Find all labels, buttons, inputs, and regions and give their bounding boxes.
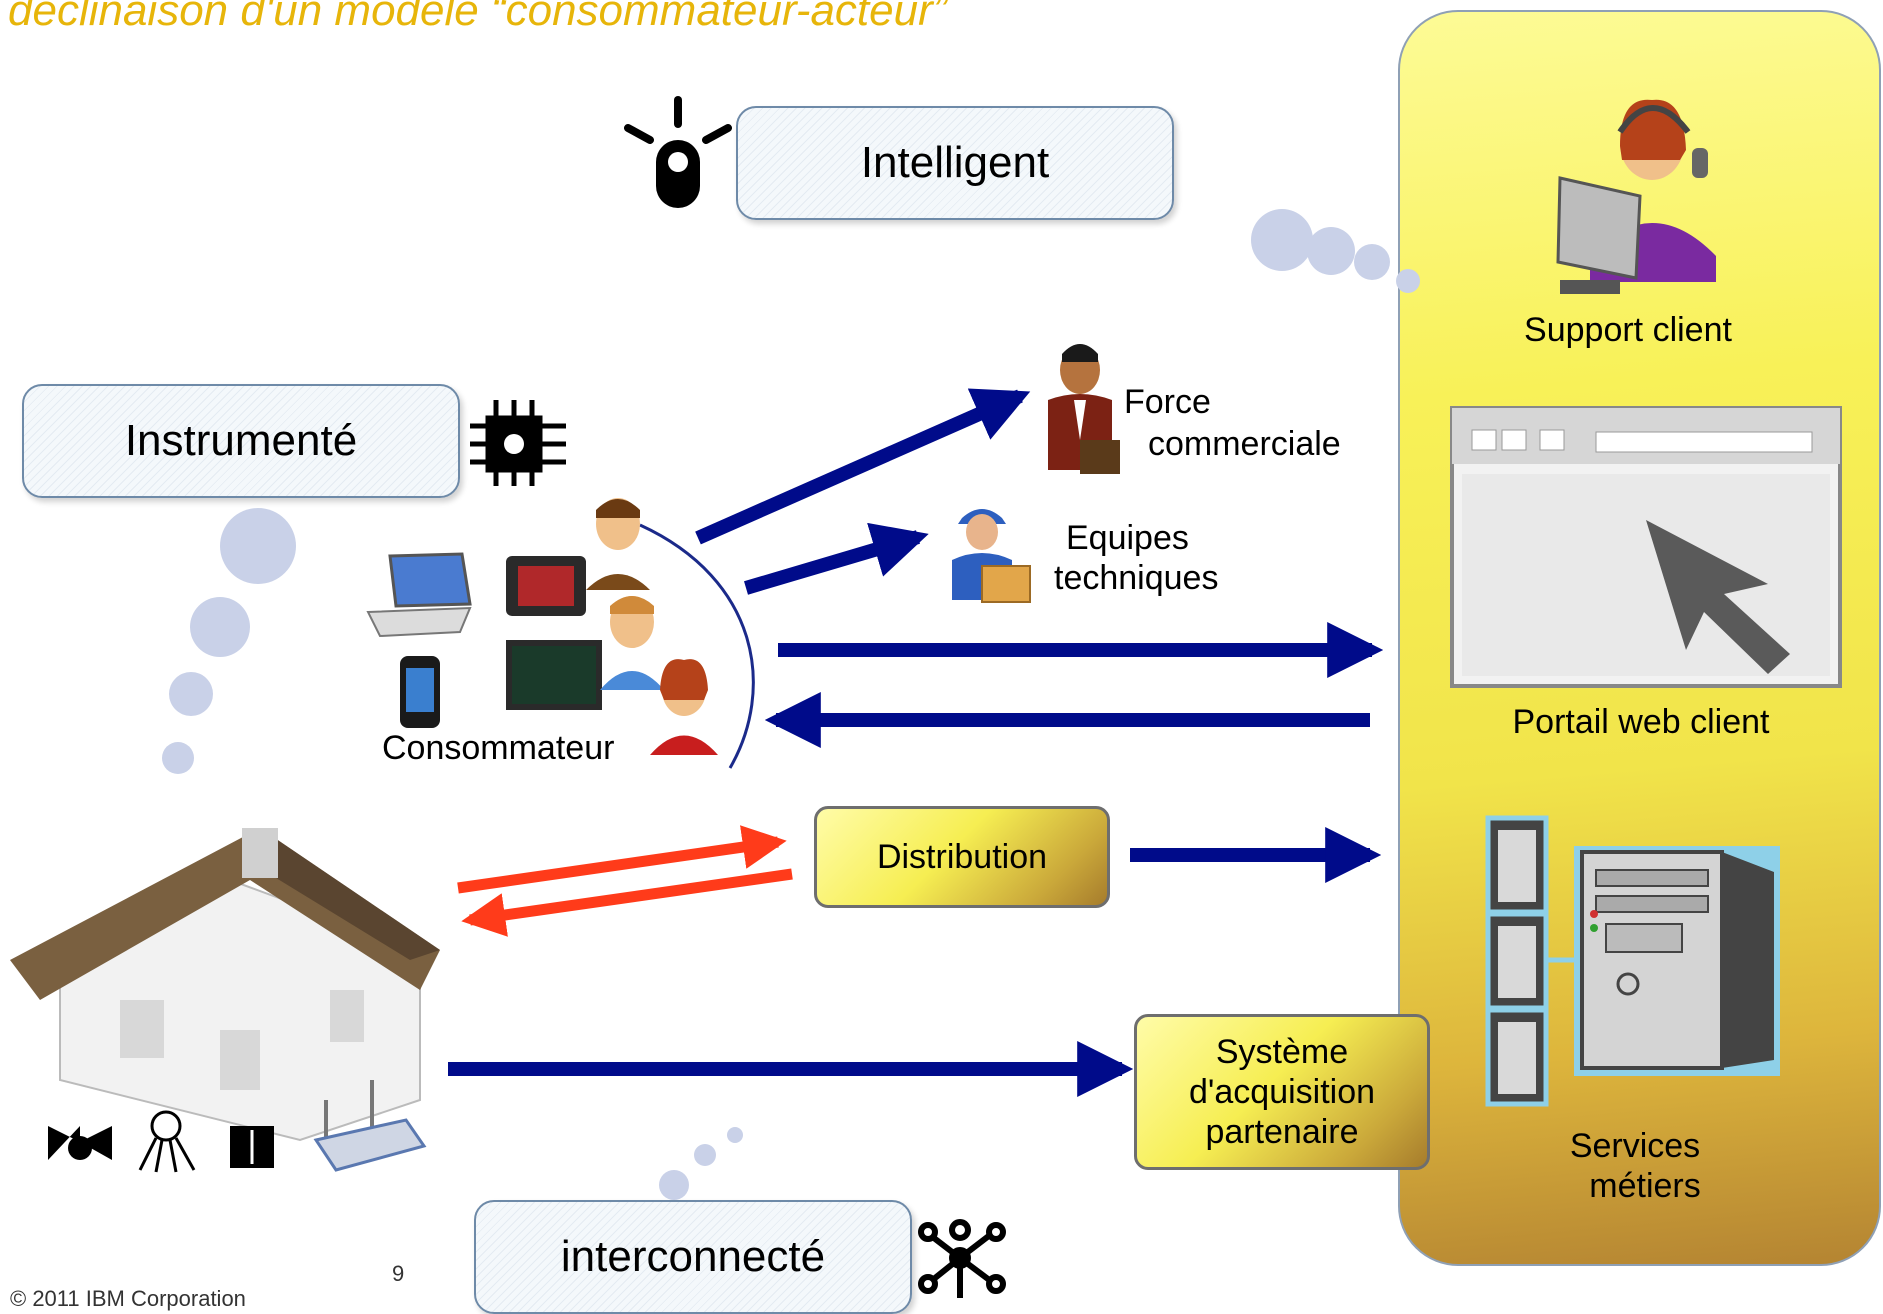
laptop-icon xyxy=(366,552,472,638)
network-icon xyxy=(918,1219,1006,1298)
salesman-icon xyxy=(1048,344,1120,474)
consumer-man-icon xyxy=(586,498,650,590)
instrumente-label: Instrumenté xyxy=(124,416,358,465)
portail-web-label: Portail web client xyxy=(1512,703,1770,741)
force-label-line2: commerciale xyxy=(1148,425,1341,463)
red-arrows xyxy=(457,825,793,937)
force-label-line1: Force xyxy=(1124,383,1211,421)
distribution-label: Distribution xyxy=(876,838,1048,876)
tv-icon xyxy=(506,640,602,710)
chip-icon xyxy=(470,400,566,486)
distribution-box: Distribution xyxy=(814,806,1110,908)
house-icon xyxy=(10,828,440,1142)
slide-title: déclinaison d'un modèle “consommateur-ac… xyxy=(8,0,948,35)
consumer-boy-icon xyxy=(600,596,664,690)
lightbulb-icon xyxy=(624,96,732,208)
intelligent-box: Intelligent xyxy=(736,106,1174,220)
phone-icon xyxy=(400,656,440,728)
services-label-line1: Services xyxy=(1569,1127,1701,1165)
browser-window-icon xyxy=(1450,406,1842,688)
copyright: © 2011 IBM Corporation xyxy=(10,1286,246,1311)
equipes-label-line2: techniques xyxy=(1054,559,1219,597)
cursor-arrow-icon xyxy=(1646,520,1790,674)
instrumente-box: Instrumenté xyxy=(22,384,460,498)
systeme-label-line1: Système xyxy=(1215,1033,1349,1071)
server-tower-icon xyxy=(1574,846,1780,1076)
services-label-line2: métiers xyxy=(1589,1167,1701,1205)
thought-bubbles-left xyxy=(162,508,296,774)
interconnecte-label: interconnecté xyxy=(560,1232,826,1281)
systeme-label-line3: partenaire xyxy=(1205,1113,1359,1151)
support-agent-icon xyxy=(1556,99,1716,294)
equipes-label-line1: Equipes xyxy=(1066,519,1189,557)
server-rack-icon xyxy=(1485,815,1576,1107)
consumer-woman-icon xyxy=(650,659,718,755)
sensor-icons xyxy=(48,1110,274,1173)
navy-arrows xyxy=(448,388,1384,1097)
intelligent-label: Intelligent xyxy=(860,138,1050,187)
systeme-acquisition-box: Système d'acquisition partenaire xyxy=(1134,1014,1430,1170)
consumer-bracket xyxy=(639,523,755,769)
tablet-icon xyxy=(506,556,586,616)
router-icon xyxy=(313,1080,427,1172)
page-number: 9 xyxy=(392,1261,405,1286)
thought-bubbles-bottom xyxy=(659,1127,743,1200)
consommateur-label: Consommateur xyxy=(382,729,615,767)
systeme-label-line2: d'acquisition xyxy=(1188,1073,1376,1111)
support-client-label: Support client xyxy=(1524,311,1732,349)
technician-icon xyxy=(952,509,1031,603)
interconnecte-box: interconnecté xyxy=(474,1200,912,1314)
thought-bubbles-top xyxy=(1251,209,1420,293)
